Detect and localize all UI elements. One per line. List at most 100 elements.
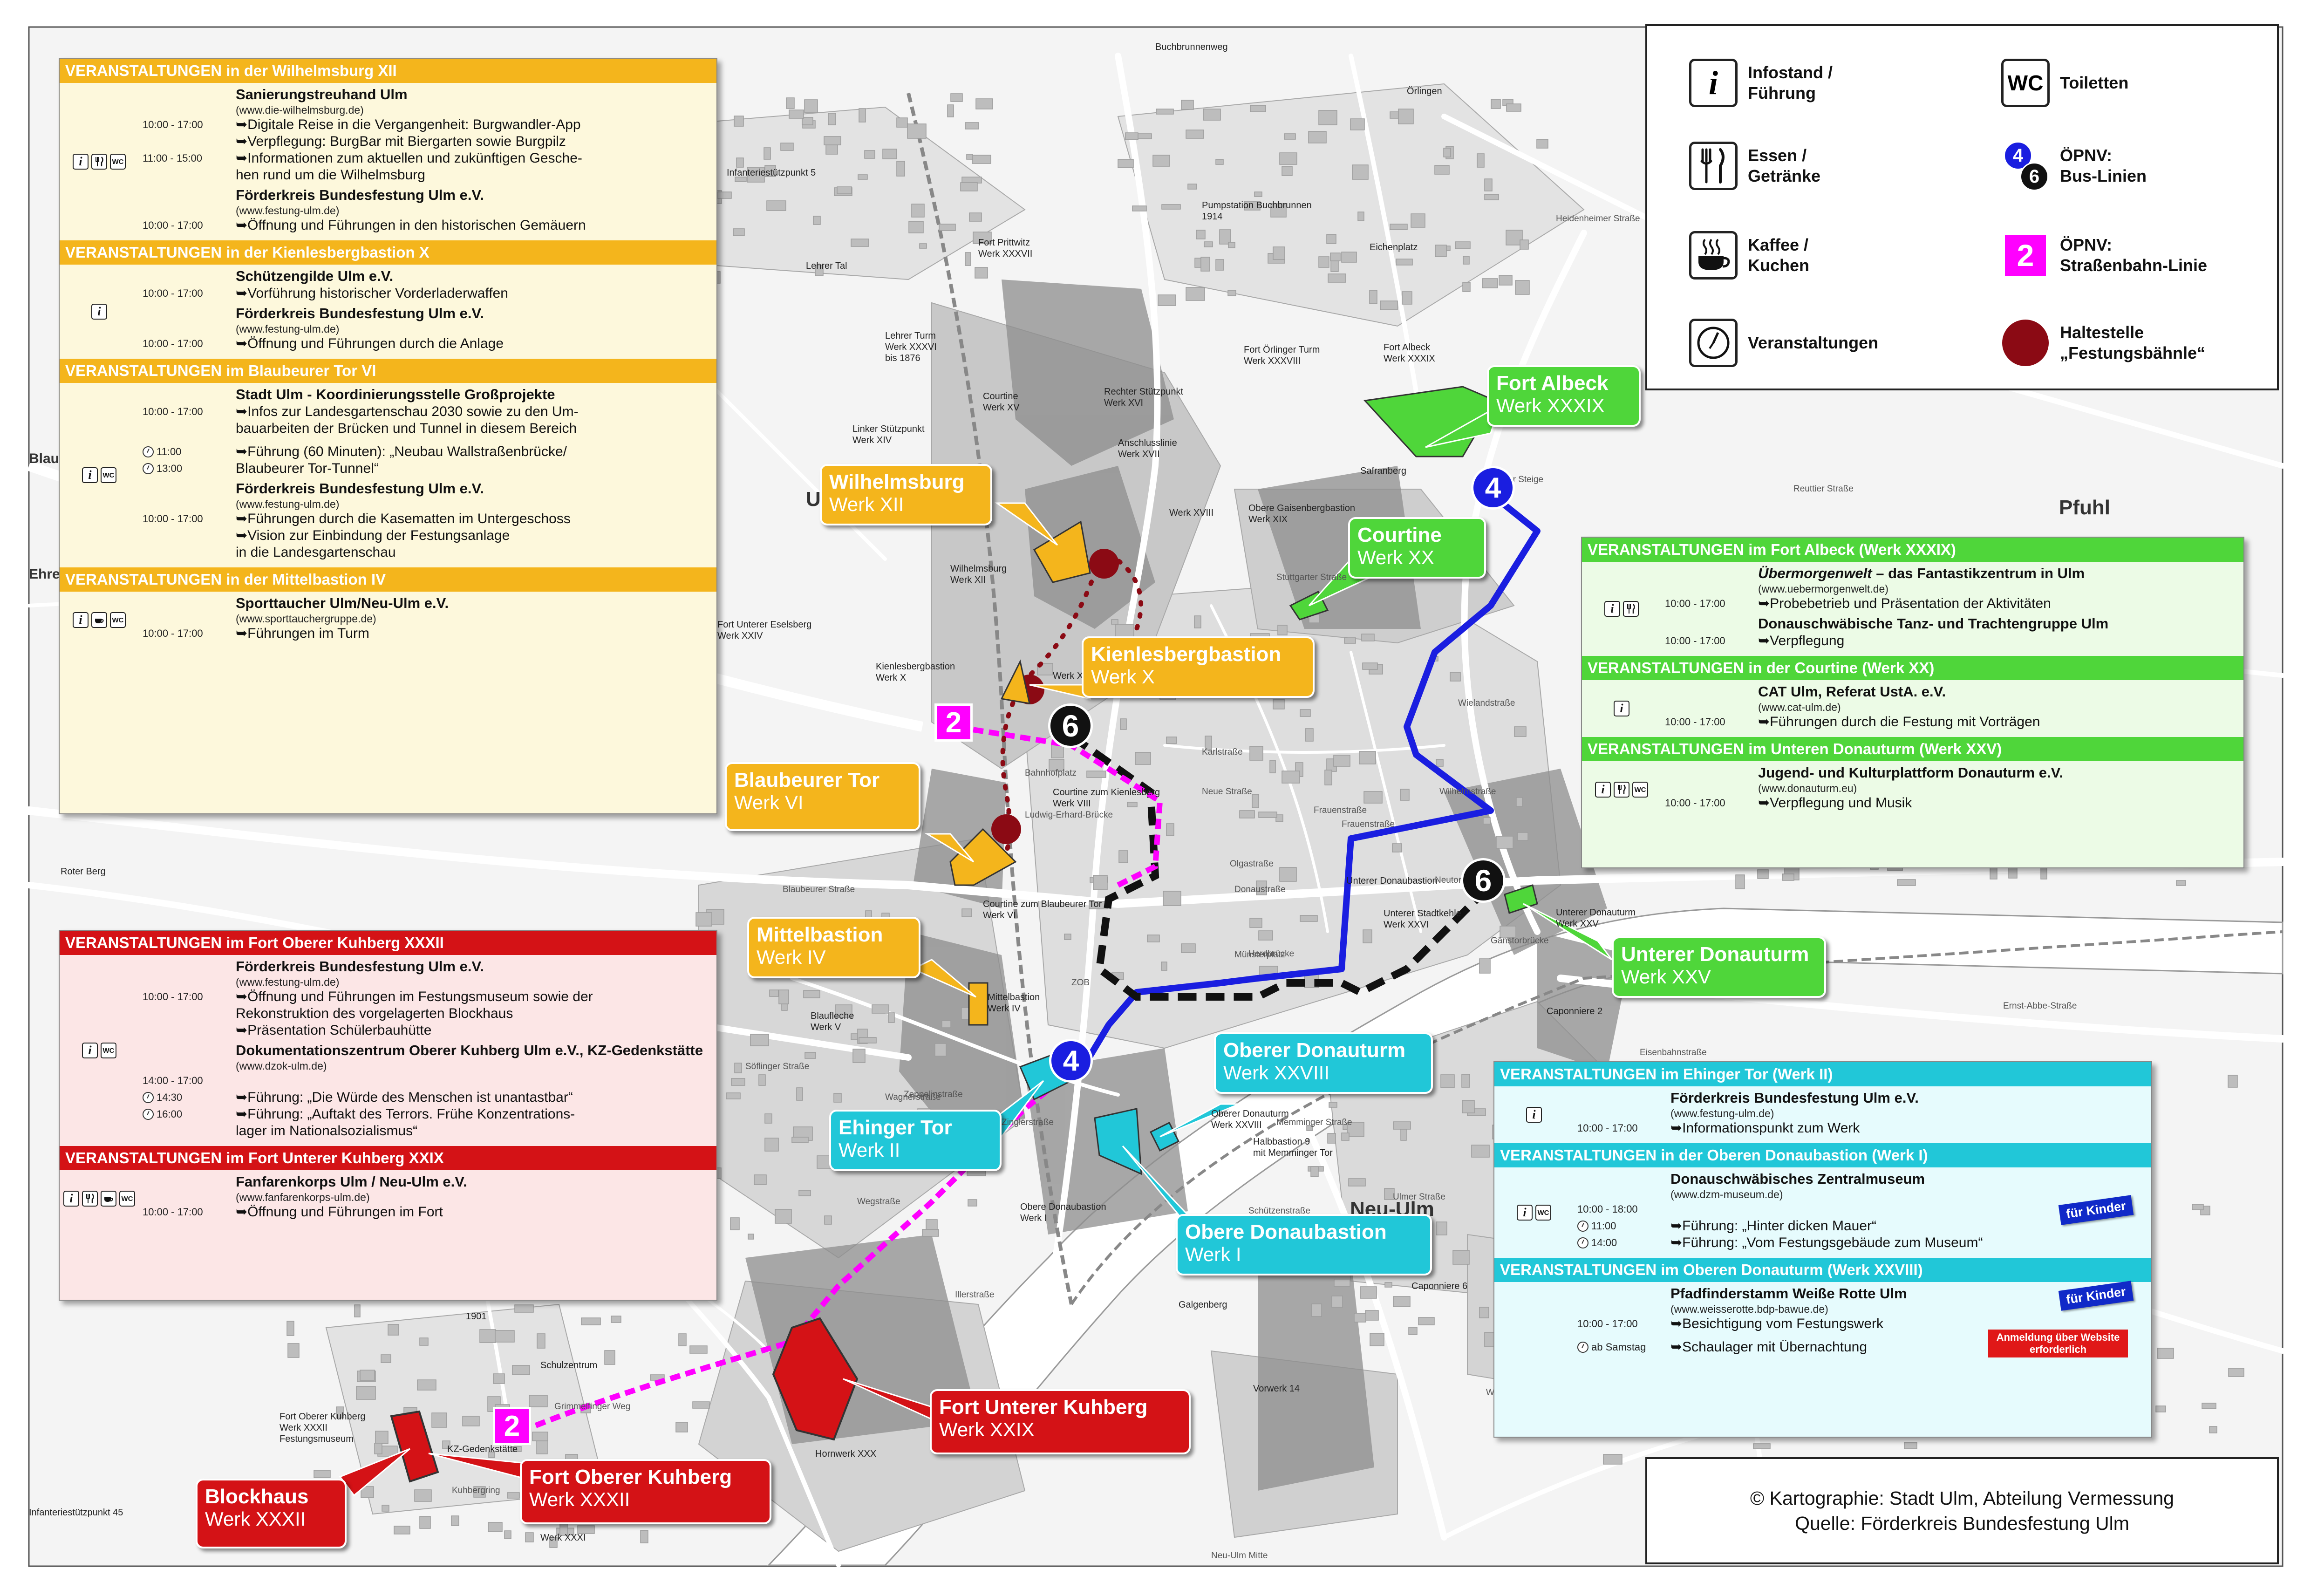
building bbox=[1311, 1303, 1322, 1317]
bus-line-4-badge-ehinger[interactable]: 4 bbox=[1049, 1039, 1093, 1083]
event-url[interactable]: (www.uebermorgenwelt.de) bbox=[1758, 583, 1888, 595]
building bbox=[882, 149, 897, 159]
building bbox=[678, 1333, 687, 1346]
building bbox=[1393, 1296, 1411, 1307]
building bbox=[1186, 130, 1204, 139]
event-url[interactable]: (www.dzok-ulm.de) bbox=[236, 1060, 327, 1072]
legend-text: Kuchen bbox=[1748, 256, 1810, 275]
legend-item-info: i Infostand /Führung bbox=[1689, 59, 1833, 107]
event-url[interactable]: (www.cat-ulm.de) bbox=[1758, 701, 1841, 713]
legend-item-toilets: WC Toiletten bbox=[2001, 59, 2128, 107]
building bbox=[896, 161, 905, 177]
tram-line-2-route bbox=[534, 724, 1163, 1428]
callout-fort-albeck[interactable]: Fort Albeck Werk XXXIX bbox=[1487, 365, 1641, 427]
bus-line-6-badge[interactable]: 6 bbox=[1048, 703, 1093, 748]
tram-line-2-badge-kuhberg[interactable]: 2 bbox=[493, 1407, 531, 1445]
event-url[interactable]: (www.festung-ulm.de) bbox=[236, 323, 340, 335]
callout-courtine[interactable]: Courtine Werk XX bbox=[1348, 517, 1486, 579]
event-url[interactable]: (www.die-wilhelmsburg.de) bbox=[236, 104, 364, 116]
event-time: 10:00 - 17:00 bbox=[143, 991, 203, 1003]
event-url[interactable]: (www.sporttauchergruppe.de) bbox=[236, 613, 376, 625]
event-url[interactable]: (www.festung-ulm.de) bbox=[236, 498, 340, 510]
building bbox=[314, 1470, 331, 1478]
callout-obere-donaubastion[interactable]: Obere Donaubastion Werk I bbox=[1176, 1214, 1432, 1275]
building bbox=[1517, 832, 1528, 841]
callout-fort-oberer-kuhberg[interactable]: Fort Oberer Kuhberg Werk XXXII bbox=[520, 1459, 771, 1524]
street-label: Olgastraße bbox=[1230, 859, 1274, 869]
building bbox=[1500, 926, 1516, 938]
food-icon bbox=[1689, 142, 1738, 190]
building bbox=[493, 1373, 505, 1384]
building bbox=[833, 1093, 842, 1103]
event-url[interactable]: (www.dzm-museum.de) bbox=[1670, 1188, 1783, 1200]
event-url[interactable]: (www.fanfarenkorps-ulm.de) bbox=[236, 1191, 370, 1203]
tram-line-2-badge[interactable]: 2 bbox=[934, 703, 973, 742]
building bbox=[532, 1432, 548, 1441]
toilet-icon: WC bbox=[119, 1191, 135, 1207]
fort-label: Örlingen bbox=[1407, 86, 1442, 96]
building bbox=[1369, 290, 1377, 304]
callout-kienlesbergbastion[interactable]: Kienlesbergbastion Werk X bbox=[1082, 636, 1315, 698]
legend-text: Toiletten bbox=[2060, 73, 2129, 92]
callout-name: Oberer Donauturm bbox=[1223, 1039, 1406, 1062]
legend-text: „Festungsbähnle“ bbox=[2060, 343, 2206, 362]
building bbox=[1418, 1317, 1435, 1325]
callout-werk: Werk XXVIII bbox=[1223, 1062, 1329, 1084]
building bbox=[1215, 159, 1224, 165]
event-line: ➥Infos zur Landesgartenschau 2030 sowie … bbox=[236, 404, 579, 419]
building bbox=[1384, 1188, 1395, 1200]
fort-label: bis 1876 bbox=[885, 353, 920, 363]
building bbox=[1434, 165, 1450, 175]
bus-line-4-badge-albeck[interactable]: 4 bbox=[1471, 466, 1515, 510]
festungsbahn-stop-wilhelmsburg bbox=[1089, 549, 1119, 579]
credit-source: Quelle: Förderkreis Bundesfestung Ulm bbox=[1795, 1513, 2129, 1534]
event-url[interactable]: (www.weisserotte.bdp-bawue.de) bbox=[1670, 1303, 1828, 1315]
building bbox=[824, 136, 841, 145]
building bbox=[1205, 736, 1212, 750]
street-label: Zinglerstraße bbox=[1002, 1118, 1054, 1127]
event-clock-icon bbox=[1577, 1342, 1588, 1353]
callout-ehinger-tor[interactable]: Ehinger Tor Werk II bbox=[829, 1110, 1002, 1171]
building bbox=[1363, 791, 1383, 804]
callout-blockhaus[interactable]: Blockhaus Werk XXXII bbox=[196, 1479, 347, 1548]
building bbox=[859, 108, 866, 123]
callout-unterer-donauturm[interactable]: Unterer Donauturm Werk XXV bbox=[1612, 936, 1826, 998]
event-url[interactable]: (www.festung-ulm.de) bbox=[236, 205, 340, 217]
callout-mittelbastion[interactable]: Mittelbastion Werk IV bbox=[747, 917, 920, 978]
section-title: VERANSTALTUNGEN im Unteren Donauturm (We… bbox=[1582, 737, 2243, 761]
legend-text: Veranstaltungen bbox=[1748, 333, 1879, 352]
building bbox=[747, 167, 765, 183]
fort-label: 1901 bbox=[466, 1311, 487, 1322]
building bbox=[750, 1034, 769, 1046]
event-url[interactable]: (www.donauturm.eu) bbox=[1758, 782, 1857, 794]
building bbox=[1443, 148, 1451, 157]
event-line: ➥Öffnung und Führungen durch die Anlage bbox=[236, 336, 504, 351]
building bbox=[736, 157, 744, 168]
fort-label: Werk XXIV bbox=[717, 631, 763, 641]
event-time: 10:00 - 17:00 bbox=[143, 406, 203, 417]
callout-wilhelmsburg[interactable]: Wilhelmsburg Werk XII bbox=[820, 464, 992, 525]
building bbox=[769, 989, 779, 997]
street-label: Stuttgarter Straße bbox=[1276, 573, 1347, 582]
callout-oberer-donauturm[interactable]: Oberer Donauturm Werk XXVIII bbox=[1214, 1032, 1433, 1094]
event-time: 14:00 - 17:00 bbox=[143, 1075, 203, 1086]
event-url[interactable]: (www.festung-ulm.de) bbox=[236, 976, 340, 988]
fort-label: Anschlusslinie bbox=[1118, 438, 1177, 448]
building bbox=[1363, 929, 1372, 943]
building bbox=[1341, 1132, 1350, 1141]
bus-line-6-badge-donau[interactable]: 6 bbox=[1461, 858, 1506, 903]
info-icon: i bbox=[63, 1191, 79, 1207]
event-url[interactable]: (www.festung-ulm.de) bbox=[1670, 1107, 1774, 1119]
callout-fort-unterer-kuhberg[interactable]: Fort Unterer Kuhberg Werk XXIX bbox=[930, 1389, 1191, 1454]
event-organizer: Förderkreis Bundesfestung Ulm e.V. bbox=[236, 480, 484, 497]
callout-blaubeurer-tor[interactable]: Blaubeurer Tor Werk VI bbox=[725, 762, 920, 831]
building bbox=[965, 252, 971, 266]
